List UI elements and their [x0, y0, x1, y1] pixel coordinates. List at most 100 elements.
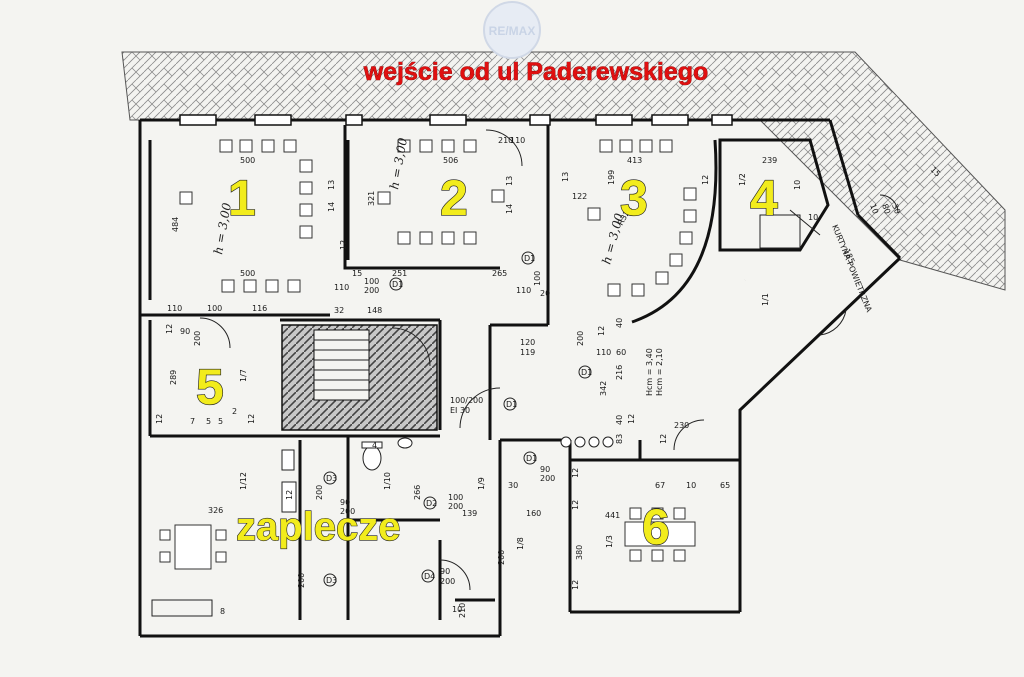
dim-label: 110 [510, 136, 525, 145]
room-number-3: 3 [620, 170, 648, 226]
dim-label: 14 [505, 204, 514, 214]
furniture-room1 [179, 139, 313, 293]
room-number-2: 2 [440, 170, 468, 226]
dim-label: 12 [627, 414, 636, 424]
room-code-room5: 1/7 [239, 369, 248, 382]
pillar-row [560, 436, 614, 448]
door-tag: D3 [326, 474, 337, 483]
room4-walls [718, 138, 830, 252]
dim-label: 200 [315, 485, 324, 500]
dim-label: 100 [364, 277, 379, 286]
room-code-1-12: 1/12 [239, 472, 248, 490]
dim-label: 10 [793, 180, 802, 190]
dim-label: 15 [352, 269, 362, 278]
dim-label: 12 [155, 414, 164, 424]
dim-label: 9 [662, 531, 667, 540]
dim-label: 321 [367, 191, 376, 206]
dim-label: 30 [508, 481, 518, 490]
dim-label: 200 [576, 331, 585, 346]
dim-label: 200 [540, 474, 555, 483]
watermark-logo: RE/MAX [483, 1, 541, 59]
dim-label: 40 [615, 318, 624, 328]
dim-label: 342 [599, 381, 608, 396]
furniture-room6 [624, 507, 696, 562]
dim-label: 12 [701, 175, 710, 185]
back-area-label: zaplecze [236, 505, 401, 549]
dim-label: 100 [448, 493, 463, 502]
dim-label: 200 [193, 331, 202, 346]
furniture-room2 [377, 139, 505, 245]
room-code-1-10: 1/10 [383, 472, 392, 490]
door-swings [199, 129, 899, 591]
dim-label: 32 [334, 306, 344, 315]
room-code-1-8: 1/8 [516, 537, 525, 550]
curved-wall-room3 [631, 139, 718, 324]
dim-label: 30 [890, 203, 902, 216]
dim-label: 12 [247, 414, 256, 424]
dim-label: 8 [220, 607, 225, 616]
room-code-1-9: 1/9 [477, 477, 486, 490]
dim-label: 200 [448, 502, 463, 511]
height-mark-2: Hcm = 2,10 [655, 348, 664, 396]
air-curtain-label: KURTYNA POWIETRZNA [830, 223, 874, 314]
interior-walls [140, 125, 740, 620]
dim-label: 200 [297, 573, 306, 588]
dim-label: 500 [240, 156, 255, 165]
top-windows [179, 114, 733, 126]
dim-label: 380 [575, 545, 584, 560]
dim-label: 230 [674, 421, 689, 430]
dim-label: 12 [571, 580, 580, 590]
dim-label: 110 [516, 286, 531, 295]
dim-label: 251 [392, 269, 407, 278]
dim-label: 200 [340, 507, 355, 516]
dim-label: 13 [327, 180, 336, 190]
dim-label: 2 [232, 407, 237, 416]
door-tag-group: D1 D1 D1 D1 D1 D2 D3 D3 D4 [323, 251, 592, 587]
dim-label: 210 [498, 136, 513, 145]
dim-label: 80 [880, 203, 892, 216]
dim-label: 110 [596, 348, 611, 357]
entrance-label: wejście od ul Paderewskiego [363, 58, 709, 86]
wc-fixtures [281, 437, 413, 513]
dim-label: 4 [372, 441, 377, 450]
door-tag: D1 [524, 254, 535, 263]
dim-label: 326 [208, 506, 223, 515]
dim-label: 10 [868, 203, 880, 216]
dim-label: 10 [686, 481, 696, 490]
dim-label: 90 [440, 567, 450, 576]
dim-label: 14 [327, 202, 336, 212]
dim-label: 20 [540, 289, 550, 298]
dim-label: 90 [340, 498, 350, 507]
dim-label: 506 [443, 156, 458, 165]
room2-height-note: h = 3,00 [387, 136, 410, 190]
door-tag: D1 [526, 454, 537, 463]
dim-label: 13 [561, 172, 570, 182]
fire-door-size: 100/200 [450, 396, 483, 405]
dim-label: 12 [165, 324, 174, 334]
room-number-1: 1 [228, 170, 256, 226]
dim-label: 7 [190, 417, 195, 426]
height-mark-1: Hcm = 3,40 [645, 348, 654, 396]
dim-label: 40 [615, 415, 624, 425]
dim-label: 13 [505, 176, 514, 186]
dim-label: 500 [240, 269, 255, 278]
watermark-text: RE/MAX [489, 24, 536, 38]
room-code-1-1: 1/1 [761, 293, 770, 306]
dim-label: 12 [339, 240, 348, 250]
dim-label: 200 [364, 286, 379, 295]
dim-label: 116 [252, 304, 267, 313]
dim-label: 65 [720, 481, 730, 490]
door-tag: D3 [326, 576, 337, 585]
dim-label: 110 [167, 304, 182, 313]
fire-door-rating: EI 30 [450, 406, 470, 415]
room-code-room6: 1/3 [605, 535, 614, 548]
dim-label: 5 [206, 417, 211, 426]
furniture-back-office [151, 524, 227, 617]
furniture-room3 [587, 139, 697, 297]
dim-label: 12 [659, 434, 668, 444]
dim-label: 200 [497, 550, 506, 565]
dim-label: 100 [207, 304, 222, 313]
door-tag: D4 [424, 572, 435, 581]
dim-label: 12 [571, 468, 580, 478]
